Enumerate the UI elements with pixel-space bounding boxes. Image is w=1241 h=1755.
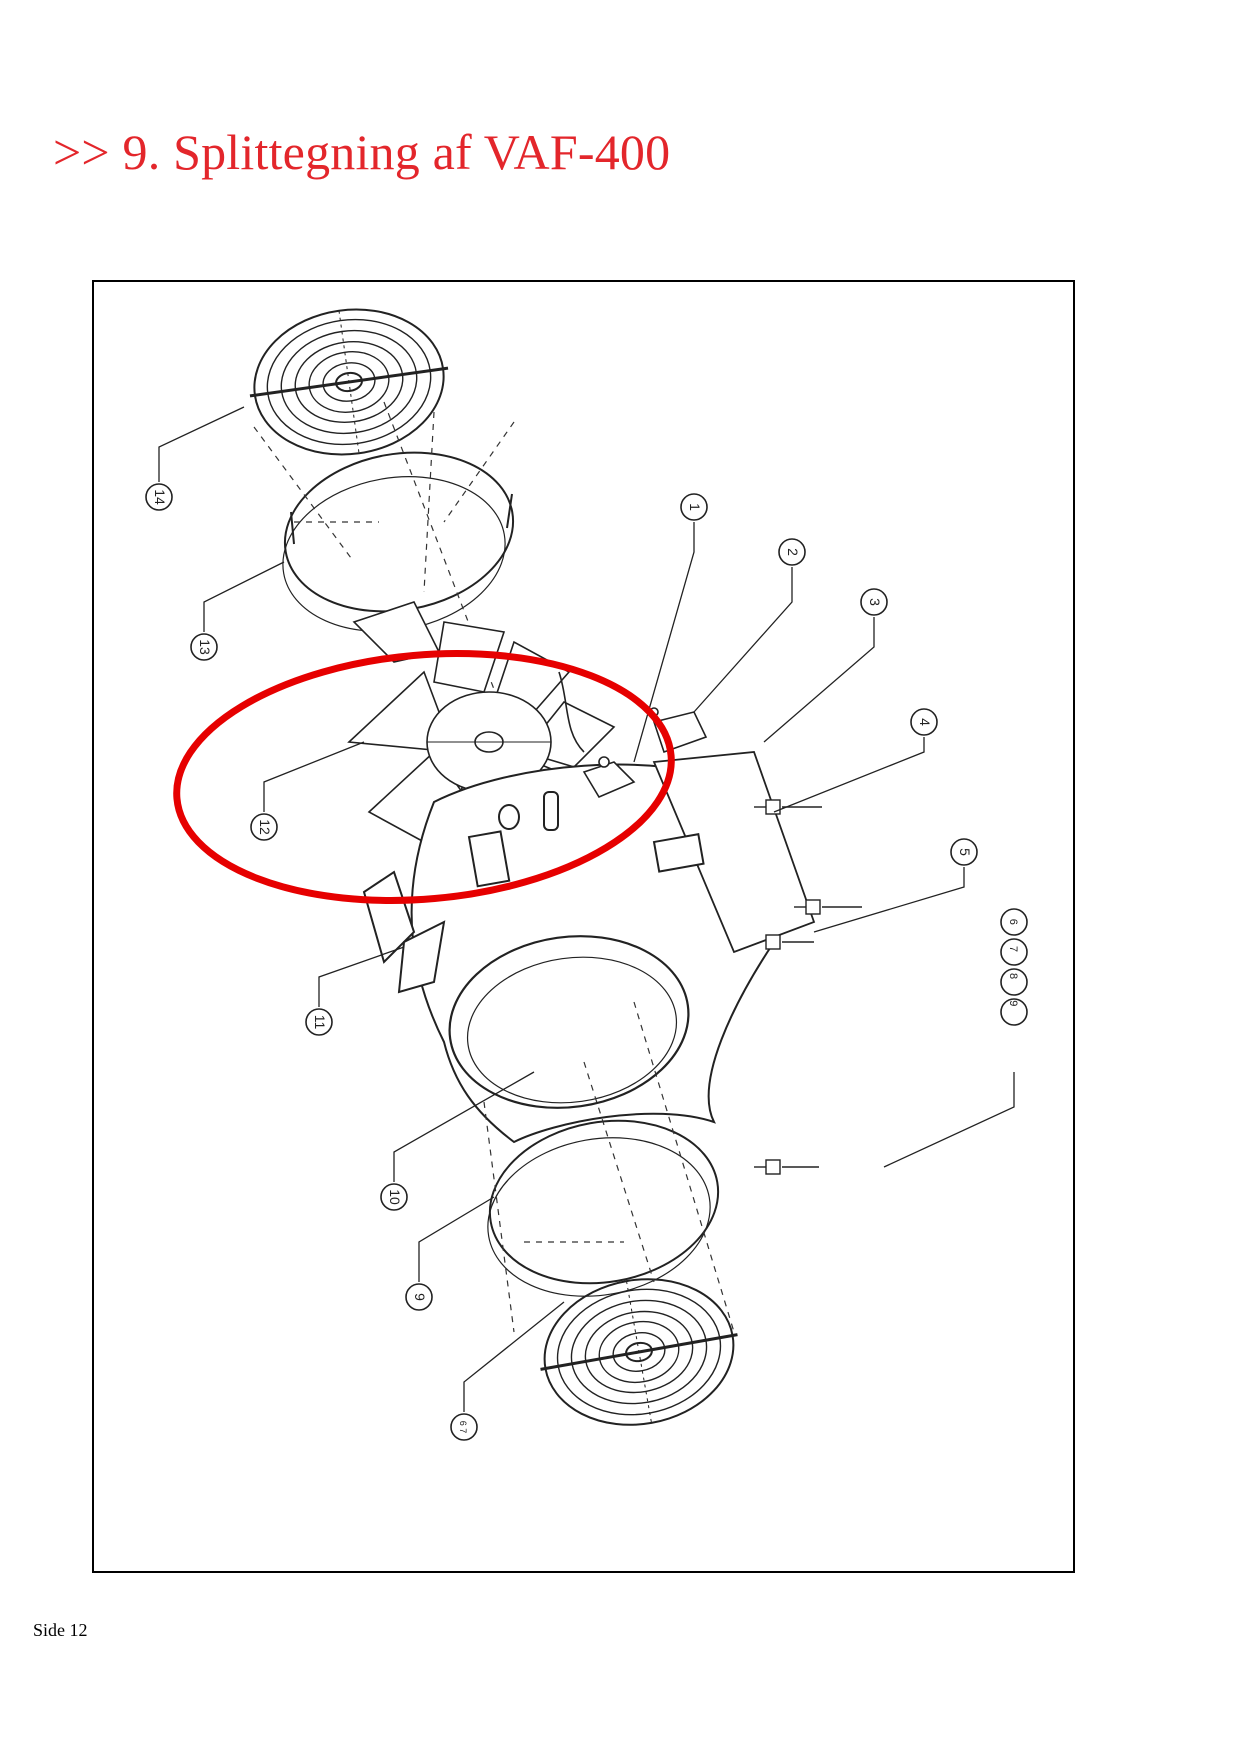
upper-grille bbox=[238, 295, 460, 469]
callout-11: 11 bbox=[312, 1015, 328, 1030]
callout-4: 4 bbox=[917, 718, 933, 726]
lower-grille bbox=[526, 1262, 752, 1442]
callout-2: 2 bbox=[785, 548, 801, 556]
lower-ring bbox=[487, 1119, 720, 1297]
callout-3: 3 bbox=[867, 598, 883, 606]
feet-screws bbox=[754, 799, 862, 1175]
highlight-ellipse bbox=[173, 650, 675, 904]
page-title: >> 9. Splittegning af VAF-400 bbox=[53, 124, 671, 180]
housing bbox=[362, 751, 816, 1144]
callout-12: 12 bbox=[257, 819, 273, 835]
callout-9: 9 bbox=[412, 1293, 428, 1301]
callout-1: 1 bbox=[687, 503, 703, 511]
exploded-view-drawing: 14 13 12 11 10 9 6 7 1 2 3 4 5 6 7 8 9 bbox=[145, 295, 1028, 1442]
exploded-view-figure: 14 13 12 11 10 9 6 7 1 2 3 4 5 6 7 8 9 bbox=[92, 280, 1075, 1573]
callout-10: 10 bbox=[387, 1189, 403, 1205]
callout-6-7-8-9: 6 7 8 9 bbox=[1007, 919, 1019, 1016]
page-footer: Side 12 bbox=[33, 1620, 88, 1640]
callout-6-7-lower: 6 7 bbox=[458, 1421, 468, 1434]
callout-13: 13 bbox=[197, 639, 213, 655]
callout-14: 14 bbox=[152, 489, 168, 505]
callout-5: 5 bbox=[957, 848, 973, 856]
